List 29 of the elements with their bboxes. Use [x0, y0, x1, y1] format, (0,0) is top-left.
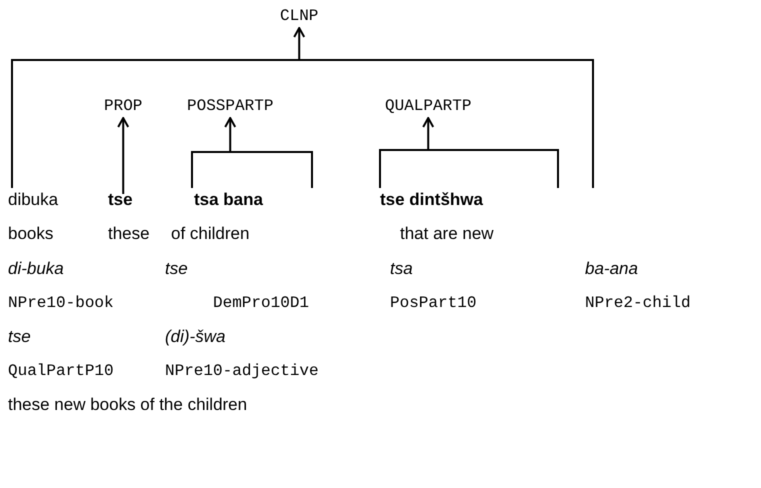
- bracket-arrow: [379, 117, 559, 189]
- morpheme-label: tse: [165, 259, 188, 279]
- bracket-arrow: [191, 117, 313, 189]
- phrase-category-label: CLNP: [280, 6, 318, 26]
- morpheme-label: tse: [8, 327, 31, 347]
- word-label: dibuka: [8, 190, 58, 210]
- phrase-category-label: QUALPARTP: [385, 96, 472, 116]
- morpheme-label: (di)-šwa: [165, 327, 226, 347]
- morpheme-label: di-buka: [8, 259, 64, 279]
- morpheme-label: tsa: [390, 259, 413, 279]
- word-label: tse: [108, 190, 133, 210]
- translation-label: these: [108, 224, 150, 244]
- bracket-arrow: [11, 27, 594, 189]
- gloss-label: QualPartP10: [8, 361, 114, 381]
- gloss-label: PosPart10: [390, 293, 476, 313]
- translation-label: books: [8, 224, 54, 244]
- word-label: tsa bana: [194, 190, 263, 210]
- gloss-label: NPre10-adjective: [165, 361, 319, 381]
- translation-text: these new books of the children: [8, 395, 248, 415]
- phrase-category-label: PROP: [104, 96, 142, 116]
- arrow: [117, 117, 130, 194]
- translation-label: of children: [171, 224, 250, 244]
- translation-label: that are new: [400, 224, 494, 244]
- morpheme-label: ba-ana: [585, 259, 638, 279]
- phrase-category-label: POSSPARTP: [187, 96, 274, 116]
- gloss-label: NPre2-child: [585, 293, 691, 313]
- gloss-label: NPre10-book: [8, 293, 114, 313]
- word-label: tse dintšhwa: [380, 190, 483, 210]
- gloss-label: DemPro10D1: [213, 293, 310, 313]
